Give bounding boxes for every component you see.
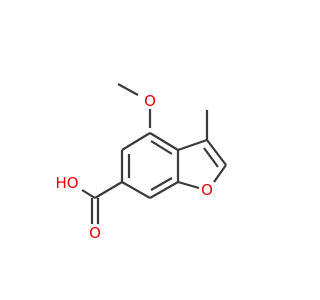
bond-o1-c7a xyxy=(177,180,200,190)
bond-c2-o1 xyxy=(213,164,227,183)
bond-c3a-c3 xyxy=(177,138,208,152)
bond-c7a-c7 xyxy=(149,181,179,199)
bond-methyl-o xyxy=(117,83,139,96)
bond-c4-c3a xyxy=(149,132,179,151)
atom-carbonyl-oxygen: O xyxy=(89,224,101,242)
atom-hydroxyl: HO xyxy=(55,174,78,192)
bond-c5-c4 xyxy=(121,132,151,151)
bond-carboxyl-oh xyxy=(81,189,96,199)
bond-c7-c6 xyxy=(121,181,151,199)
bond-c4-c3a-inner xyxy=(150,140,173,155)
structure-canvas: O O HO O xyxy=(55,83,227,242)
bond-c3-c2 xyxy=(206,139,227,166)
bond-c7a-c7-inner xyxy=(150,177,173,191)
bond-c6-carboxyl xyxy=(94,181,123,199)
molecule-drawing: O O HO O xyxy=(55,83,227,242)
atom-furan-oxygen: O xyxy=(201,181,213,199)
atom-methoxy-oxygen: O xyxy=(144,92,156,110)
bond-c3-c2-inner xyxy=(203,147,219,168)
